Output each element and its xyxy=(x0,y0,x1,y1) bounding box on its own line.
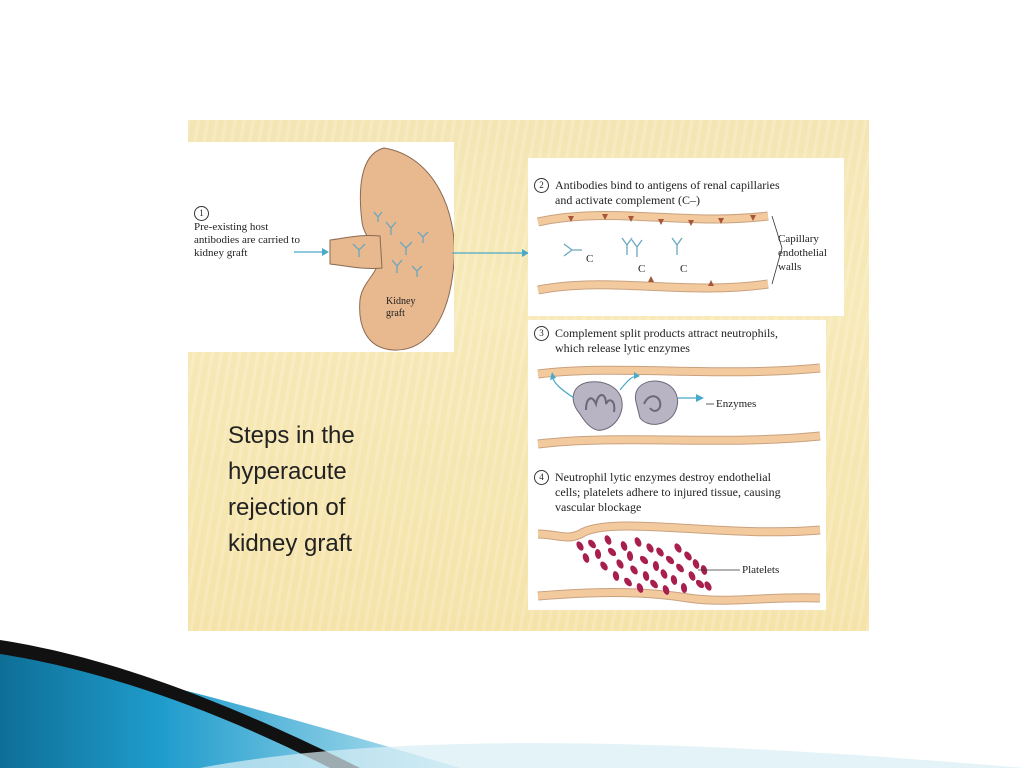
antibody xyxy=(373,211,383,222)
complement-mark-2: C xyxy=(638,263,645,275)
neutrophil xyxy=(634,380,678,425)
neutrophil xyxy=(572,381,623,431)
antibody xyxy=(399,241,413,255)
step3-line-2: which release lytic enzymes xyxy=(555,341,690,355)
step4-line-2: cells; platelets adhere to injured tissu… xyxy=(555,485,781,499)
kidney-label: Kidney graft xyxy=(386,296,415,320)
step4-line-3: vascular blockage xyxy=(555,500,642,514)
platelet-clump xyxy=(576,535,712,595)
antibody xyxy=(411,265,423,277)
kidney-shape xyxy=(359,147,454,351)
step1-text: 1 Pre-existing host antibodies are carri… xyxy=(194,206,300,260)
antibody xyxy=(391,259,403,273)
step4-text: 4 Neutrophil lytic enzymes destroy endoth… xyxy=(534,470,781,515)
connector-arrow xyxy=(452,249,529,257)
step4-number: 4 xyxy=(534,470,549,485)
dark-swoosh xyxy=(0,640,360,768)
wall-label-line-2: endothelial xyxy=(778,247,827,259)
bottom-decoration xyxy=(0,640,1024,768)
connector-arrowhead xyxy=(522,249,529,257)
antibody xyxy=(671,237,683,255)
enzymes-label: Enzymes xyxy=(716,398,757,410)
wall-label: Capillary endothelial walls xyxy=(778,232,827,274)
wall-label-line-1: Capillary xyxy=(778,233,819,245)
antibodies xyxy=(352,211,429,277)
capillary-illustration: C C C xyxy=(536,211,783,295)
kidney-illustration xyxy=(294,147,454,351)
step1-line-1: Pre-existing host xyxy=(194,221,269,233)
antibody xyxy=(563,243,582,257)
complement-mark-1: C xyxy=(586,253,593,265)
kidney-panel: 1 Pre-existing host antibodies are carri… xyxy=(188,142,454,352)
step3-line-1: Complement split products attract neutro… xyxy=(555,326,778,340)
step1-line-3: kidney graft xyxy=(194,247,248,259)
wall-bracket xyxy=(771,215,783,285)
slide-caption: Steps in the hyperacute rejection of kid… xyxy=(228,422,355,557)
step2-line-2: and activate complement (C–) xyxy=(555,193,700,207)
hyperacute-rejection-figure: 1 Pre-existing host antibodies are carri… xyxy=(188,120,869,631)
incoming-arrowhead xyxy=(322,248,329,256)
neutrophil-nucleus xyxy=(643,395,662,412)
complement-mark-3: C xyxy=(680,263,687,275)
antigens xyxy=(568,214,756,286)
antibody xyxy=(621,237,633,255)
kidney-label-line-1: Kidney xyxy=(386,296,416,307)
step1-line-2: antibodies are carried to xyxy=(194,234,300,246)
step4-line-1: Neutrophil lytic enzymes destroy endothe… xyxy=(555,470,771,484)
wall-label-line-3: walls xyxy=(778,261,802,273)
renal-vessel xyxy=(329,235,383,269)
antibody xyxy=(385,221,397,235)
neutrophil-platelet-illustration xyxy=(537,363,821,605)
neutrophil-nucleus xyxy=(585,394,616,413)
platelets-label: Platelets xyxy=(742,564,780,576)
bound-antibodies xyxy=(563,237,683,257)
antibody xyxy=(352,243,366,257)
antibody xyxy=(417,231,429,243)
light-swoosh xyxy=(200,743,1024,768)
antibody xyxy=(631,239,643,257)
kidney-label-line-2: graft xyxy=(386,308,405,319)
step2-line-1: Antibodies bind to antigens of renal cap… xyxy=(555,178,780,192)
